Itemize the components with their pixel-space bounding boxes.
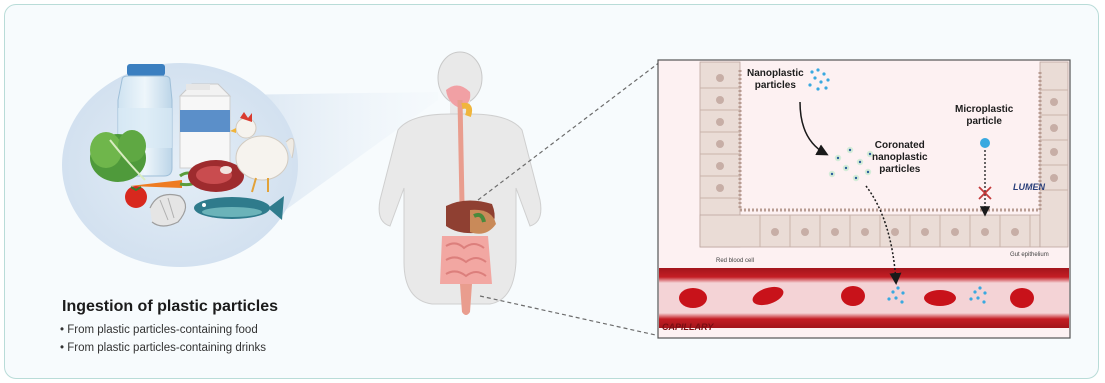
tomato-icon [125,186,147,208]
nanoplastic-label: Nanoplastic particles [747,68,804,92]
microplastic-particle [980,138,990,148]
milk-carton-icon [180,84,230,168]
coronated-label: Coronated nanoplastic particles [872,140,928,176]
red-blood-cell [1010,288,1034,308]
gut-epithelium-label: Gut epithelium [1010,252,1049,258]
gut-zoom-panel [658,60,1070,338]
callout-line-bottom [480,296,660,336]
red-blood-cell [679,288,707,308]
red-blood-cell-label: Red blood cell [716,258,754,264]
meat-icon [188,160,244,192]
source-list-item: From plastic particles-containing food [60,321,266,339]
source-list: From plastic particles-containing food F… [60,321,266,357]
lettuce-icon [90,130,146,182]
capillary-label: CAPILLARY [662,322,713,332]
source-list-item: From plastic particles-containing drinks [60,339,266,357]
red-blood-cell [924,290,956,306]
red-blood-cell [841,286,865,306]
microplastic-label: Microplastic particle [955,104,1013,128]
panel-heading: Ingestion of plastic particles [62,298,278,316]
lumen-label: LUMEN [1013,182,1045,192]
